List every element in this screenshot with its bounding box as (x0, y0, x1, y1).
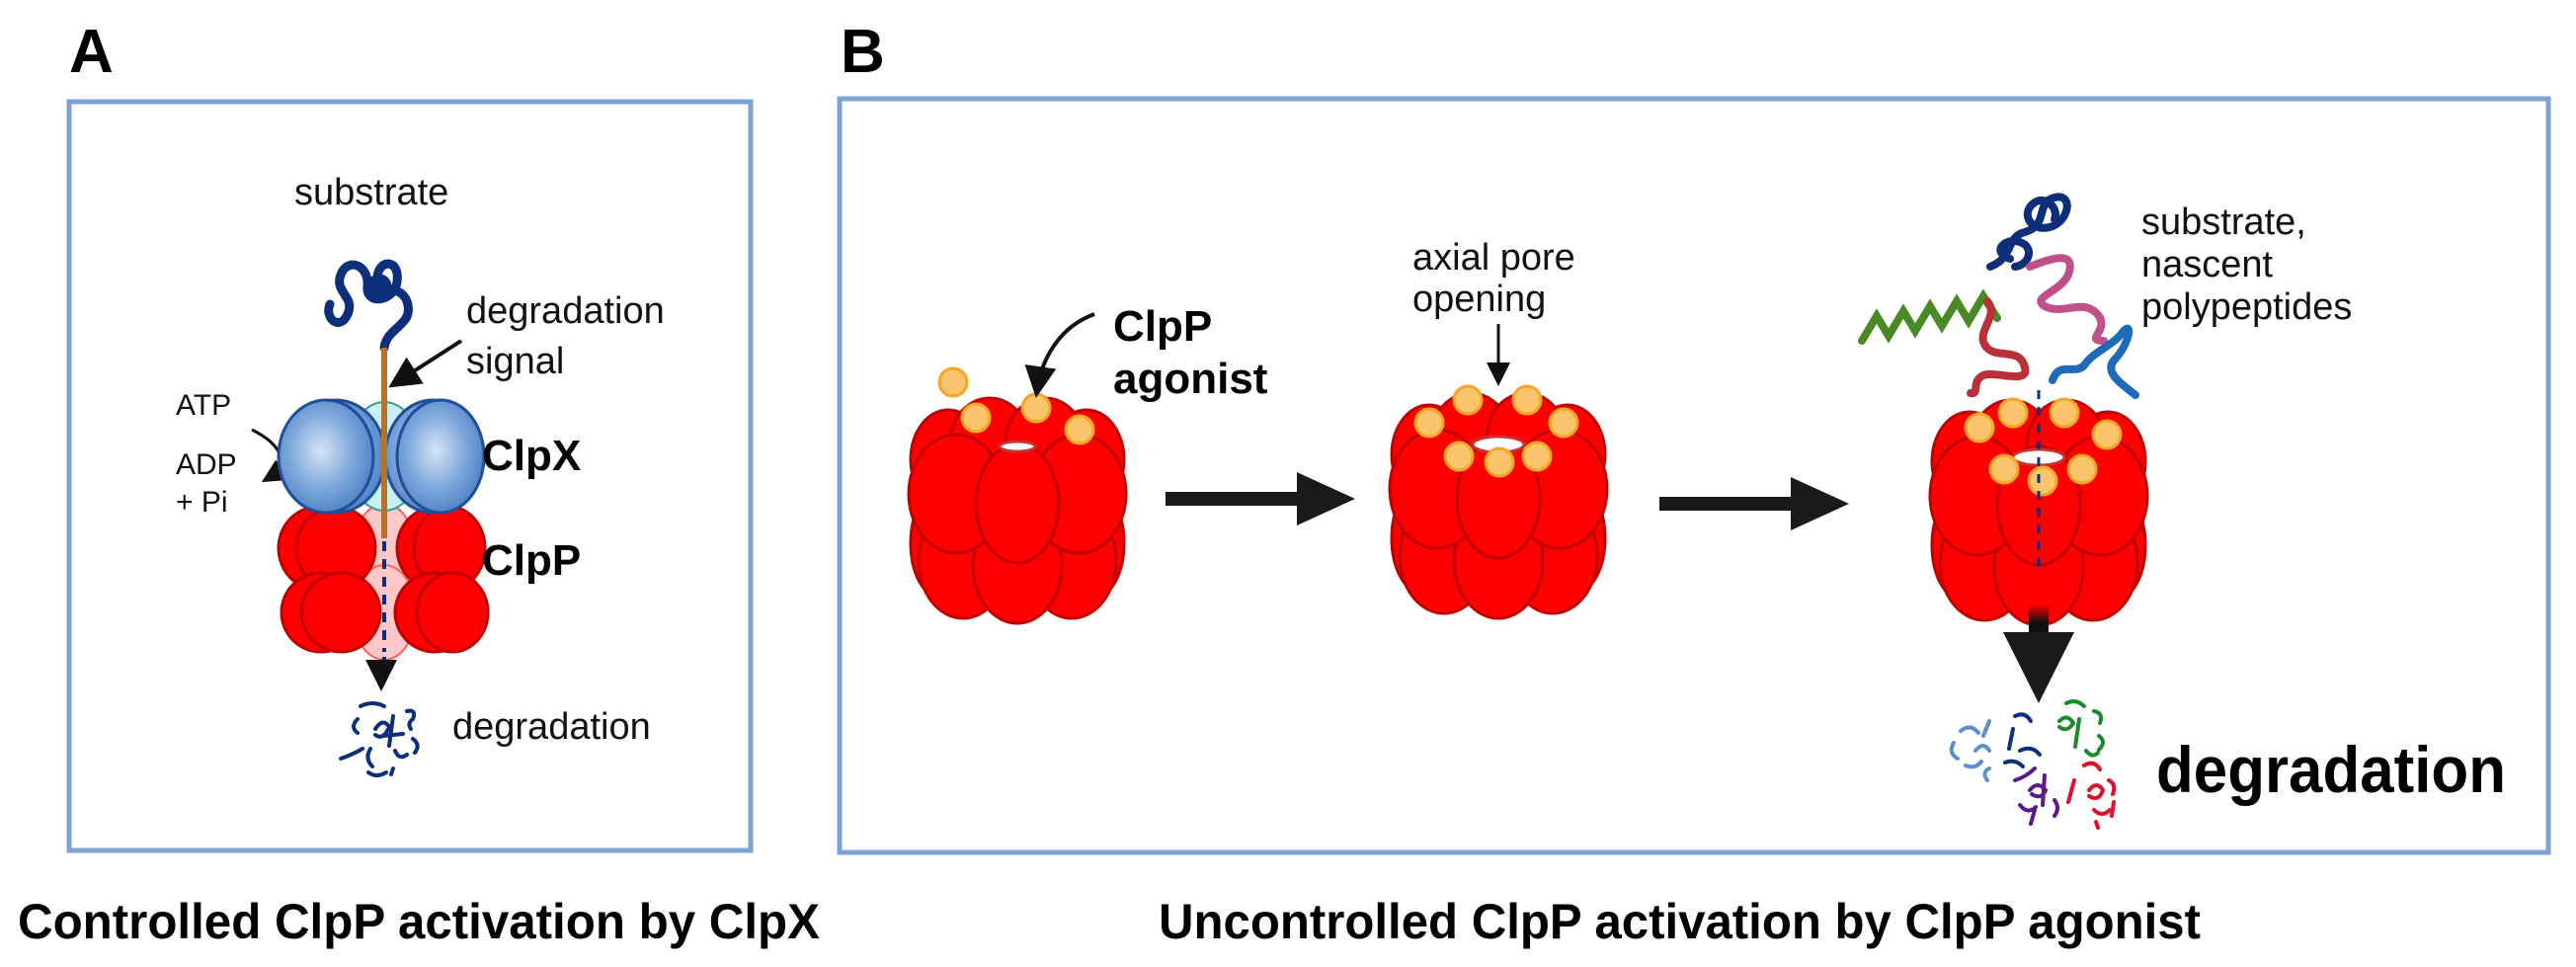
panel-a-caption: Controlled ClpP activation by ClpX (18, 894, 820, 949)
panel-b-letter: B (841, 18, 885, 86)
atp-hydrolysis-arrow-icon (251, 428, 288, 483)
panel-b: B ClpP agonist axial pore opening (837, 18, 2551, 949)
clpp-open-icon (1388, 384, 1609, 620)
clpp-label: ClpP (482, 536, 581, 585)
step-arrow-1-icon (1166, 472, 1355, 525)
step-arrow-2-icon (1659, 477, 1849, 530)
substrate-label-1: substrate, (2141, 201, 2306, 243)
clpp-closed-icon (907, 392, 1128, 625)
peptide-fragments-b-icon (1949, 699, 2117, 830)
atp-label: ATP (176, 389, 231, 422)
agonist-label-1: ClpP (1113, 302, 1212, 351)
pore-label-1: axial pore (1412, 237, 1575, 279)
clpx-label: ClpX (482, 432, 581, 480)
panel-a-letter: A (69, 18, 114, 86)
degradation-label-a: degradation (452, 706, 651, 748)
substrate-label-3: polypeptides (2141, 286, 2352, 328)
agonist-label-2: agonist (1113, 355, 1268, 403)
panel-b-caption: Uncontrolled ClpP activation by ClpP ago… (1159, 894, 2201, 949)
panel-a: A substrate degradation signal ATP ADP +… (18, 18, 820, 949)
degradation-signal-label-1: degradation (466, 290, 665, 332)
polypeptides-icon (1858, 193, 2139, 399)
substrate-coil-icon (324, 259, 413, 353)
adp-label: ADP (176, 448, 237, 481)
degradation-signal-label-2: signal (466, 341, 564, 382)
substrate-label-2: nascent (2141, 244, 2274, 285)
substrate-label: substrate (294, 172, 448, 213)
free-agonist-icon (937, 366, 969, 398)
degradation-label-b: degradation (2156, 733, 2506, 806)
pi-label: + Pi (176, 486, 228, 519)
panel-a-frame (66, 99, 754, 853)
degradation-arrow-b-icon (2003, 604, 2074, 703)
panel-b-frame (837, 96, 2551, 855)
pore-label-2: opening (1412, 279, 1546, 320)
agonist-pointer-arrow-icon (1024, 312, 1095, 398)
peptide-fragments-icon (339, 701, 420, 777)
degradation-signal-arrow-icon (388, 339, 463, 388)
clpp-active-icon (1928, 390, 2149, 627)
